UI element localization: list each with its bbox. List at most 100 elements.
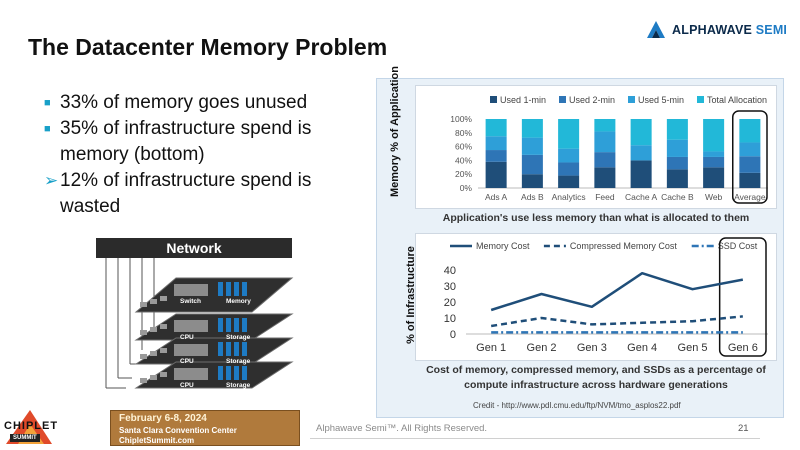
memory-module-icon bbox=[218, 282, 223, 296]
bar-segment bbox=[521, 174, 543, 188]
legend-swatch bbox=[697, 96, 704, 103]
bullet-item: ■ 33% of memory goes unused bbox=[44, 90, 344, 116]
x-tick-label: Feed bbox=[595, 192, 615, 202]
event-banner: February 6-8, 2024 Santa Clara Conventio… bbox=[110, 410, 300, 446]
server-diagram bbox=[96, 238, 294, 389]
x-tick-label: Gen 4 bbox=[627, 342, 657, 354]
event-venue: Santa Clara Convention Center bbox=[119, 426, 237, 435]
port-icon bbox=[150, 375, 157, 380]
legend-label: Compressed Memory Cost bbox=[570, 241, 678, 251]
bullet-text: 33% of memory goes unused bbox=[60, 92, 308, 113]
logo-name: ALPHAWAVE bbox=[672, 23, 753, 37]
bar-chart-caption: Application's use less memory than what … bbox=[442, 212, 750, 224]
legend-label: Used 5-min bbox=[638, 95, 684, 105]
bar-segment bbox=[630, 145, 652, 161]
bar-segment bbox=[521, 119, 543, 138]
port-icon bbox=[140, 330, 147, 335]
bullet-item: ■ 35% of infrastructure spend is memory … bbox=[44, 116, 344, 168]
line-chart-caption: Cost of memory, compressed memory, and S… bbox=[426, 364, 766, 391]
legend-label: Used 2-min bbox=[569, 95, 615, 105]
server-layer bbox=[134, 361, 294, 389]
layer-chip1-label: CPU bbox=[180, 358, 194, 365]
layer-chip2-label: Memory bbox=[226, 298, 251, 305]
page-number: 21 bbox=[738, 423, 749, 434]
bar-segment bbox=[558, 162, 580, 176]
bar-segment bbox=[666, 119, 688, 140]
server-layer bbox=[134, 313, 294, 341]
event-site: ChipletSummit.com bbox=[119, 436, 195, 445]
port-icon bbox=[140, 302, 147, 307]
bar-segment bbox=[666, 169, 688, 188]
bar-segment bbox=[666, 156, 688, 170]
x-tick-label: Gen 5 bbox=[678, 342, 708, 354]
chip-block bbox=[174, 344, 208, 356]
bar-segment bbox=[739, 119, 761, 143]
company-logo: ALPHAWAVE SEMI bbox=[646, 20, 787, 40]
memory-module-icon bbox=[218, 318, 223, 332]
credit-line: Credit - http://www.pdl.cmu.edu/ftp/NVM/… bbox=[473, 401, 681, 410]
event-badge: CHIPLET SUMMIT February 6-8, 2024 Santa … bbox=[0, 404, 310, 450]
memory-module-icon bbox=[234, 342, 239, 356]
memory-module-icon bbox=[218, 342, 223, 356]
y-tick-label: 40% bbox=[455, 155, 472, 165]
bullet-item: ➢ 12% of infrastructure spend is wasted bbox=[44, 168, 344, 220]
bar-segment bbox=[703, 156, 725, 168]
copyright-footer: Alphawave Semi™. All Rights Reserved. bbox=[316, 423, 488, 434]
square-bullet-icon: ■ bbox=[44, 97, 51, 109]
port-icon bbox=[150, 351, 157, 356]
y-tick-label: 20% bbox=[455, 169, 472, 179]
memory-module-icon bbox=[226, 318, 231, 332]
bar-segment bbox=[485, 150, 507, 162]
legend-swatch bbox=[628, 96, 635, 103]
series-line bbox=[490, 315, 743, 328]
memory-module-icon bbox=[226, 366, 231, 380]
y-tick-label: 80% bbox=[455, 128, 472, 138]
bar-segment bbox=[558, 148, 580, 163]
bar-segment bbox=[594, 119, 616, 132]
y-tick-label: 0% bbox=[460, 183, 473, 193]
network-label: Network bbox=[166, 240, 222, 256]
bar-segment bbox=[558, 119, 580, 149]
port-icon bbox=[160, 296, 167, 301]
port-icon bbox=[150, 299, 157, 304]
highlight-box bbox=[732, 110, 768, 204]
bar-segment bbox=[739, 172, 761, 188]
memory-module-icon bbox=[242, 342, 247, 356]
port-icon bbox=[160, 324, 167, 329]
bar-segment bbox=[630, 160, 652, 188]
memory-module-icon bbox=[242, 282, 247, 296]
bar-segment bbox=[594, 152, 616, 168]
bar-segment bbox=[521, 137, 543, 155]
y-tick-label: 10 bbox=[444, 313, 456, 325]
layer-chip1-label: Switch bbox=[180, 298, 201, 305]
x-tick-label: Average bbox=[734, 192, 766, 202]
bar-segment bbox=[558, 175, 580, 188]
chip-block bbox=[174, 368, 208, 380]
bar-segment bbox=[594, 167, 616, 188]
x-tick-label: Cache B bbox=[661, 192, 694, 202]
bar-segment bbox=[739, 156, 761, 173]
bar-segment bbox=[485, 136, 507, 151]
bar-segment bbox=[630, 119, 652, 146]
bullet-list: ■ 33% of memory goes unused ■ 35% of inf… bbox=[44, 90, 344, 220]
server-layer bbox=[134, 337, 294, 365]
legend-label: Total Allocation bbox=[707, 95, 767, 105]
bar-segment bbox=[485, 119, 507, 137]
bar-segment bbox=[521, 154, 543, 175]
port-icon bbox=[160, 372, 167, 377]
server-layer bbox=[134, 277, 294, 313]
highlight-box bbox=[718, 237, 767, 357]
bar-segment bbox=[666, 139, 688, 157]
x-tick-label: Gen 6 bbox=[728, 342, 758, 354]
bar-chart-ylabel: Memory % of Application bbox=[389, 66, 401, 197]
layer-chip1-label: CPU bbox=[180, 382, 194, 389]
x-tick-label: Cache A bbox=[625, 192, 657, 202]
layer-chip2-label: Storage bbox=[226, 358, 251, 365]
layer-chip2-label: Storage bbox=[226, 334, 251, 341]
y-tick-label: 40 bbox=[444, 265, 456, 277]
